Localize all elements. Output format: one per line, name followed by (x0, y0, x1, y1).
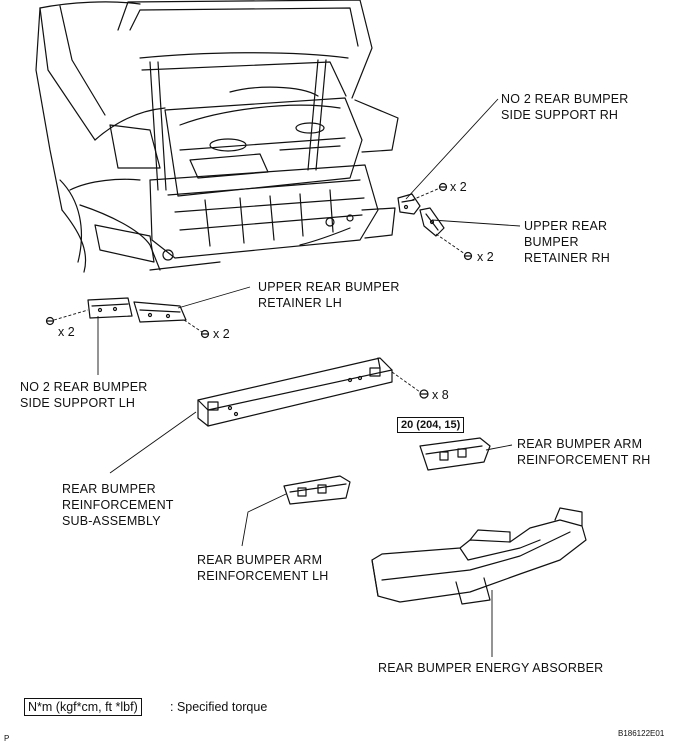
label-line: REINFORCEMENT RH (517, 453, 651, 467)
label-energy-absorber: REAR BUMPER ENERGY ABSORBER (378, 661, 604, 675)
label-line: NO 2 REAR BUMPER (20, 380, 148, 394)
label-arm-reinf-rh: REAR BUMPER ARM REINFORCEMENT RH (517, 436, 651, 468)
qty-rh-upper: x 2 (450, 180, 467, 194)
label-upper-retainer-rh: UPPER REAR BUMPER RETAINER RH (524, 218, 610, 266)
torque-spec-box: 20 (204, 15) (397, 417, 465, 433)
label-line: BUMPER (524, 235, 579, 249)
label-line: REAR BUMPER (62, 482, 156, 496)
energy-absorber-part (371, 507, 587, 605)
label-line: UPPER REAR BUMPER (258, 280, 400, 294)
arm-reinforcement-rh-part (419, 437, 491, 471)
leader-upper-retainer-lh (177, 286, 251, 309)
dash-clip-lh-right (183, 319, 203, 333)
legend-unit-box: N*m (kgf*cm, ft *lbf) (24, 698, 142, 716)
label-no2-support-lh: NO 2 REAR BUMPER SIDE SUPPORT LH (20, 379, 148, 411)
label-line: REINFORCEMENT LH (197, 569, 329, 583)
label-line: RETAINER RH (524, 251, 611, 265)
leader-no2-support-rh (405, 98, 499, 200)
label-upper-retainer-lh: UPPER REAR BUMPER RETAINER LH (258, 279, 400, 311)
label-line: SIDE SUPPORT LH (20, 396, 136, 410)
label-line: NO 2 REAR BUMPER (501, 92, 629, 106)
qty-lh-left: x 2 (58, 325, 75, 339)
label-no2-support-rh: NO 2 REAR BUMPER SIDE SUPPORT RH (501, 91, 629, 123)
label-line: RETAINER LH (258, 296, 342, 310)
label-arm-reinf-lh: REAR BUMPER ARM REINFORCEMENT LH (197, 552, 328, 584)
upper-retainer-rh-part (419, 207, 445, 237)
arm-reinforcement-lh-part (283, 475, 351, 505)
upper-retainer-lh-part (133, 301, 187, 323)
label-line: SIDE SUPPORT RH (501, 108, 619, 122)
clip-icon-lh-right (200, 329, 210, 339)
figure-code: B186122E01 (618, 729, 665, 738)
dash-clip-rh-upper (411, 187, 441, 201)
no2-side-support-rh-part (397, 193, 421, 215)
leader-arm-lh (241, 493, 287, 547)
legend-text: : Specified torque (170, 700, 268, 714)
label-line: REAR BUMPER ARM (197, 553, 323, 567)
leader-upper-retainer-rh (431, 219, 521, 227)
dash-clip-rh-lower (435, 233, 466, 255)
reinforcement-beam-part (197, 357, 393, 427)
label-line: REAR BUMPER ARM (517, 437, 643, 451)
label-line: SUB-ASSEMBLY (62, 514, 161, 528)
qty-lh-right: x 2 (213, 327, 230, 341)
leader-reinforcement (109, 411, 197, 474)
leader-arm-rh (485, 444, 513, 451)
no2-side-support-lh-part (87, 297, 133, 319)
dash-bolt (391, 371, 421, 393)
bolt-icon (419, 389, 429, 399)
vehicle-rear-illustration (35, 0, 399, 273)
qty-rh-lower: x 2 (477, 250, 494, 264)
clip-icon-rh-lower (463, 251, 473, 261)
label-line: REINFORCEMENT (62, 498, 174, 512)
corner-mark: P (4, 734, 10, 743)
label-line: UPPER REAR (524, 219, 608, 233)
clip-icon-rh-upper (438, 182, 448, 192)
label-reinforcement-sub: REAR BUMPER REINFORCEMENT SUB-ASSEMBLY (62, 481, 174, 529)
qty-bolts: x 8 (432, 388, 449, 402)
dash-clip-lh-left (53, 309, 89, 321)
clip-icon-lh-left (45, 316, 55, 326)
